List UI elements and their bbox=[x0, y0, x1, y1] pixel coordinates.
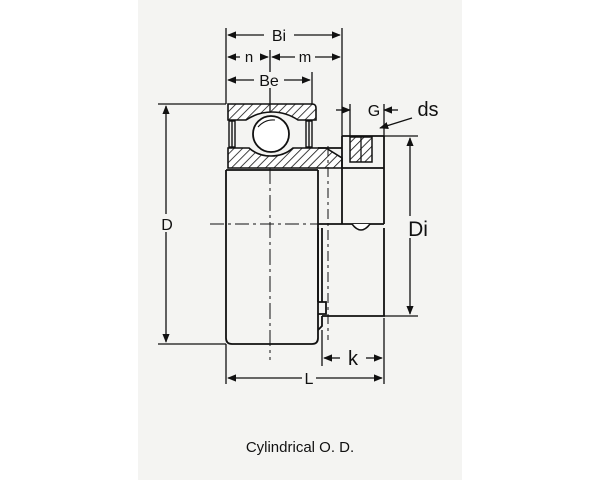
be-label-bg bbox=[254, 72, 284, 88]
bi-label: Bi bbox=[272, 28, 286, 45]
bore-notch bbox=[351, 223, 371, 231]
ds-label: ds bbox=[417, 99, 438, 121]
ball-highlight bbox=[257, 119, 276, 128]
ball bbox=[252, 115, 290, 153]
d-label-bg bbox=[160, 214, 174, 232]
outer-ring bbox=[225, 169, 319, 345]
center-lines bbox=[210, 146, 329, 360]
n-label-bg bbox=[240, 50, 260, 64]
inner-ring-hatch bbox=[227, 147, 343, 169]
l-label: L bbox=[305, 371, 314, 388]
bi-label-bg bbox=[264, 27, 294, 43]
di-label: Di bbox=[408, 218, 428, 241]
outer-ring-hatch bbox=[227, 103, 317, 121]
di-label-bg bbox=[401, 216, 435, 238]
m-label: m bbox=[299, 49, 312, 66]
m-label-bg bbox=[295, 50, 315, 64]
be-label: Be bbox=[259, 73, 279, 90]
d-label: D bbox=[161, 217, 173, 234]
k-label: k bbox=[348, 348, 359, 370]
left-seal bbox=[228, 120, 236, 148]
figure-caption: Cylindrical O. D. bbox=[245, 439, 355, 456]
g-label: G bbox=[368, 103, 380, 120]
dimension-lines bbox=[158, 28, 418, 384]
n-label: n bbox=[245, 49, 253, 66]
right-seal bbox=[305, 120, 313, 148]
